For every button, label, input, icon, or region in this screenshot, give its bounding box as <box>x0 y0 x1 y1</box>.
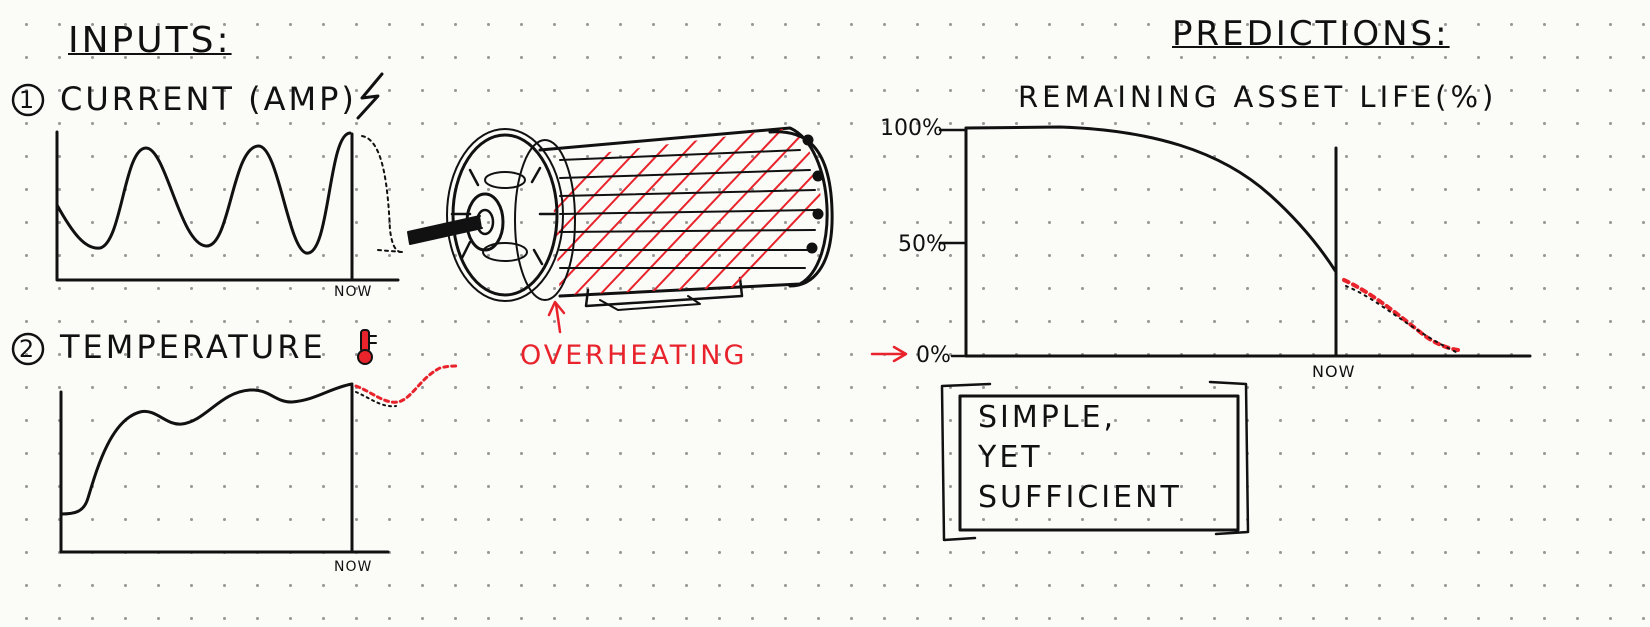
temperature-signal-line <box>59 382 354 516</box>
temperature-label: TEMPERATURE <box>60 328 326 366</box>
overheating-label: OVERHEATING <box>520 340 748 371</box>
current-number: 1 <box>18 86 38 114</box>
thermometer-icon <box>357 329 377 365</box>
remaining-life-chart <box>938 125 1532 358</box>
current-label: CURRENT (AMP) <box>60 80 357 118</box>
current-forecast-line <box>361 135 401 253</box>
remaining-life-line <box>964 125 1338 274</box>
temperature-chart <box>59 364 458 554</box>
inputs-heading: INPUTS: <box>68 20 232 61</box>
y-tick-100: 100% <box>880 116 943 141</box>
overheating-arrow <box>547 300 566 334</box>
temperature-now-label: NOW <box>334 559 373 575</box>
motor-illustration <box>407 126 834 311</box>
note-line-1: SIMPLE, <box>978 400 1117 435</box>
prediction-chart-axes <box>964 126 1532 358</box>
note-line-3: SUFFICIENT <box>978 480 1182 515</box>
prediction-now-label: NOW <box>1312 362 1356 381</box>
predictions-heading: PREDICTIONS: <box>1172 14 1450 54</box>
zero-percent-arrow <box>870 345 908 363</box>
y-tick-50: 50% <box>898 232 947 257</box>
note-line-2: YET <box>978 440 1043 475</box>
temperature-chart-axes <box>59 390 390 554</box>
prediction-chart-title: REMAINING ASSET LIFE(%) <box>1018 80 1498 114</box>
current-number-circle <box>11 83 45 117</box>
current-chart-axes <box>55 130 400 282</box>
note-box <box>940 380 1250 542</box>
lightning-bolt-icon <box>356 72 384 120</box>
current-signal-line <box>55 131 352 255</box>
temperature-forecast-line <box>354 364 458 404</box>
current-now-label: NOW <box>334 284 373 300</box>
remaining-life-forecast <box>1342 278 1460 352</box>
y-tick-0: 0% <box>916 343 951 368</box>
current-chart <box>55 130 403 282</box>
temperature-number-circle <box>11 332 45 366</box>
temperature-number: 2 <box>18 335 38 363</box>
